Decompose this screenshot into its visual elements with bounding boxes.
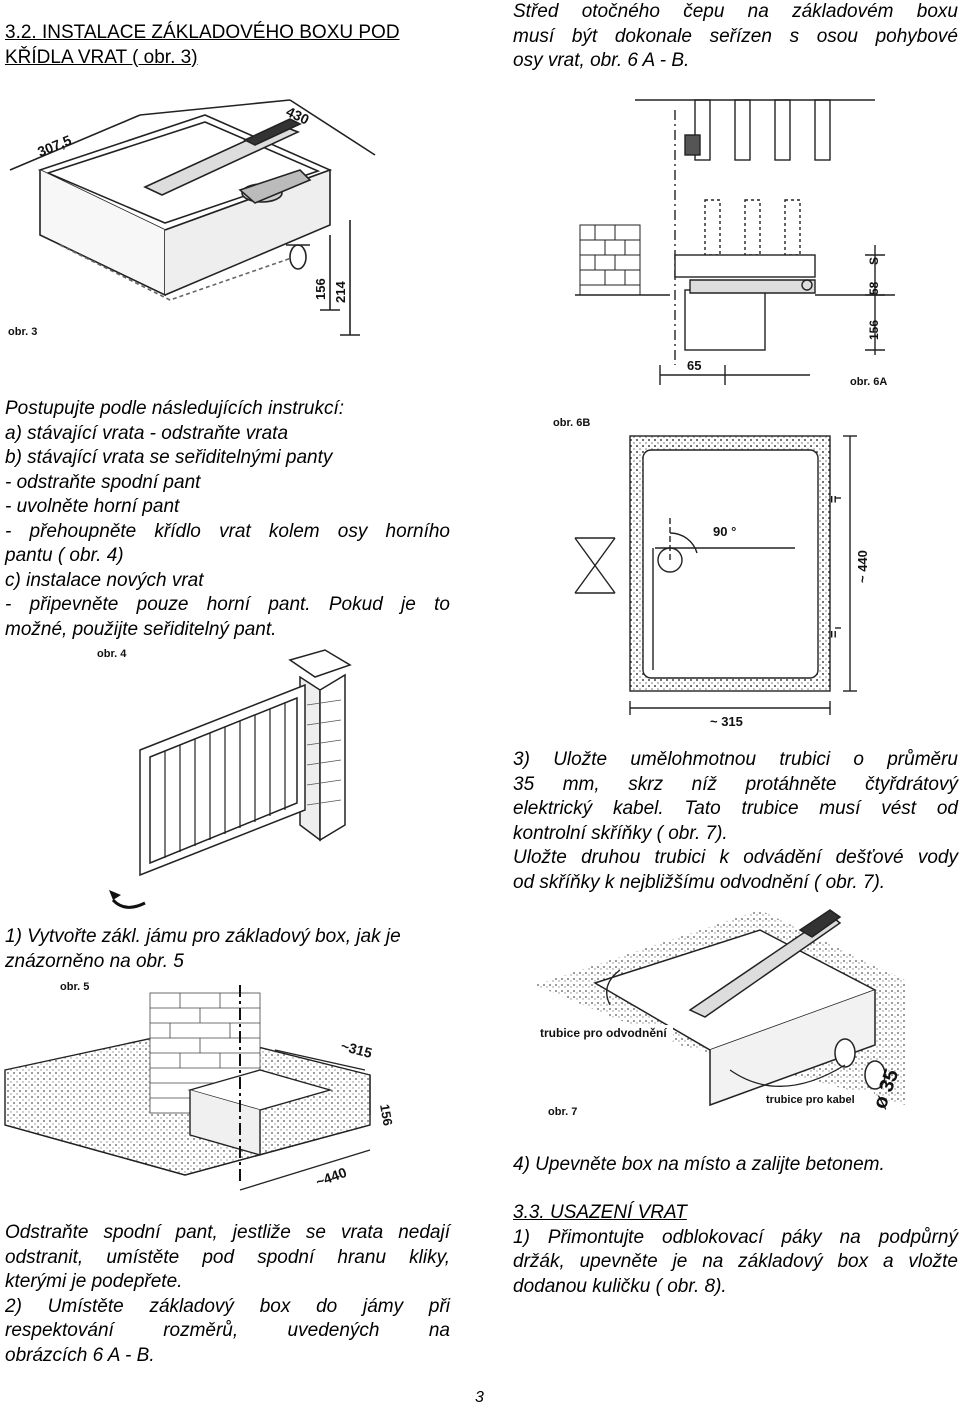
instruction-line: - odstraňte spodní pant bbox=[5, 471, 201, 493]
remove-hinge-line: Odstraňte spodní pant, jestliže se vrata… bbox=[5, 1222, 450, 1243]
instruction-line: možné, použijte seřiditelný pant. bbox=[5, 618, 277, 640]
remove-hinge-paragraph: Odstraňte spodní pant, jestliže se vrata… bbox=[5, 1221, 450, 1368]
remove-hinge-line: respektování rozměrů, uvedených na bbox=[5, 1320, 450, 1341]
step-3-line: Uložte druhou trubici k odvádění dešťové… bbox=[513, 847, 958, 868]
instruction-line: - připevněte pouze horní pant. Pokud je … bbox=[5, 594, 450, 615]
dim-label: 156 bbox=[867, 320, 881, 340]
section-3-3-line: dodanou kuličku ( obr. 8). bbox=[513, 1275, 727, 1297]
step-4-line: 4) Upevněte box na místo a zalijte beton… bbox=[513, 1154, 885, 1175]
dim-label: = bbox=[826, 630, 841, 638]
step-3-paragraph: 3) Uložte umělohmotnou trubici o průměru… bbox=[513, 748, 958, 895]
remove-hinge-line: odstranit, umístěte pod spodní hranu kli… bbox=[5, 1246, 450, 1268]
section-heading-3-3: 3.3. USAZENÍ VRAT bbox=[513, 1202, 687, 1223]
step-4-paragraph: 4) Upevněte box na místo a zalijte beton… bbox=[513, 1153, 958, 1178]
tube-label-cable: trubice pro kabel bbox=[766, 1094, 855, 1106]
dim-label: S bbox=[867, 257, 881, 265]
figure-caption: obr. 3 bbox=[8, 326, 37, 338]
step-1-line: znázorněno na obr. 5 bbox=[5, 950, 184, 972]
dim-label: 65 bbox=[687, 358, 701, 373]
figure-caption: obr. 7 bbox=[548, 1106, 577, 1118]
figure-obr6a: 65 S 58 156 obr. 6A bbox=[575, 99, 895, 388]
figure-obr3: 307,5 430 156 214 obr. 3 bbox=[8, 99, 376, 338]
step-3-line: 3) Uložte umělohmotnou trubici o průměru bbox=[513, 749, 958, 770]
dim-label: ~ 315 bbox=[710, 714, 743, 729]
figure-obr5: obr. 5 ~315 156 ~440 bbox=[4, 981, 396, 1191]
figure-obr7: trubice pro odvodnění trubice pro kabel … bbox=[535, 909, 905, 1118]
step-3-line: elektrický kabel. Tato trubice musí vést… bbox=[513, 798, 958, 819]
figure-caption: obr. 6B bbox=[553, 417, 590, 429]
note-line: Střed otočného čepu na základovém boxu bbox=[513, 1, 958, 22]
note-line: osy vrat, obr. 6 A - B. bbox=[513, 50, 690, 71]
pivot-alignment-note: Střed otočného čepu na základovém boxu m… bbox=[513, 0, 958, 74]
section-3-3-line: držák, upevněte je na základový box a vl… bbox=[513, 1251, 958, 1272]
heading-line: 3.2. INSTALACE ZÁKLADOVÉHO BOXU POD bbox=[5, 22, 400, 43]
dim-label: 156 bbox=[313, 278, 328, 300]
note-line: musí být dokonale seřízen s osou pohybov… bbox=[513, 25, 958, 47]
step-1-paragraph: 1) Vytvořte zákl. jámu pro základový box… bbox=[5, 925, 460, 974]
instruction-line: pantu ( obr. 4) bbox=[5, 545, 124, 566]
instruction-line: Postupujte podle následujících instrukcí… bbox=[5, 398, 345, 419]
figure-caption: obr. 5 bbox=[60, 981, 89, 993]
remove-hinge-line: kterými je podepřete. bbox=[5, 1271, 183, 1292]
instructions-paragraph: Postupujte podle následujících instrukcí… bbox=[5, 397, 450, 642]
figure-caption: obr. 6A bbox=[850, 376, 887, 388]
instruction-line: - přehoupněte křídlo vrat kolem osy horn… bbox=[5, 520, 450, 542]
step-3-line: 35 mm, skrz níž protáhněte čtyřdrátový bbox=[513, 773, 958, 795]
instruction-line: a) stávající vrata - odstraňte vrata bbox=[5, 422, 289, 444]
dim-label: ~440 bbox=[314, 1164, 349, 1190]
tube-label-drainage: trubice pro odvodnění bbox=[540, 1026, 667, 1040]
instruction-line: c) instalace nových vrat bbox=[5, 569, 204, 591]
step-3-line: od skříňky k nejbližšímu odvodnění ( obr… bbox=[513, 871, 886, 893]
dim-label: ~315 bbox=[339, 1037, 374, 1061]
instruction-line: - uvolněte horní pant bbox=[5, 496, 180, 517]
dim-label: 58 bbox=[867, 281, 881, 295]
dim-label: 307,5 bbox=[35, 132, 74, 160]
dim-label: 214 bbox=[333, 281, 348, 303]
remove-hinge-line: 2) Umístěte základový box do jámy při bbox=[5, 1295, 450, 1317]
figure-caption: obr. 4 bbox=[97, 648, 127, 660]
dim-label: 90 ° bbox=[713, 524, 736, 539]
step-1-line: 1) Vytvořte zákl. jámu pro základový box… bbox=[5, 926, 401, 947]
section-3-3-line: 1) Přimontujte odblokovací páky na podpů… bbox=[513, 1226, 958, 1248]
section-3-3: 3.3. USAZENÍ VRAT 1) Přimontujte odbloko… bbox=[513, 1201, 958, 1299]
step-3-line: kontrolní skříňky ( obr. 7). bbox=[513, 822, 728, 844]
figure-obr6b: obr. 6B 90 ° ~ 440 ~ 315 = = bbox=[553, 417, 870, 729]
dim-label: = bbox=[826, 495, 841, 503]
dim-label: 156 bbox=[377, 1103, 396, 1127]
remove-hinge-line: obrázcích 6 A - B. bbox=[5, 1344, 155, 1366]
heading-line: KŘÍDLA VRAT ( obr. 3) bbox=[5, 46, 198, 68]
page-number: 3 bbox=[475, 1389, 484, 1406]
section-heading-3-2: 3.2. INSTALACE ZÁKLADOVÉHO BOXU POD KŘÍD… bbox=[5, 21, 465, 70]
instruction-line: b) stávající vrata se seřiditelnými pant… bbox=[5, 447, 333, 468]
dim-label: ~ 440 bbox=[855, 550, 870, 583]
figure-obr4: obr. 4 bbox=[97, 648, 352, 909]
